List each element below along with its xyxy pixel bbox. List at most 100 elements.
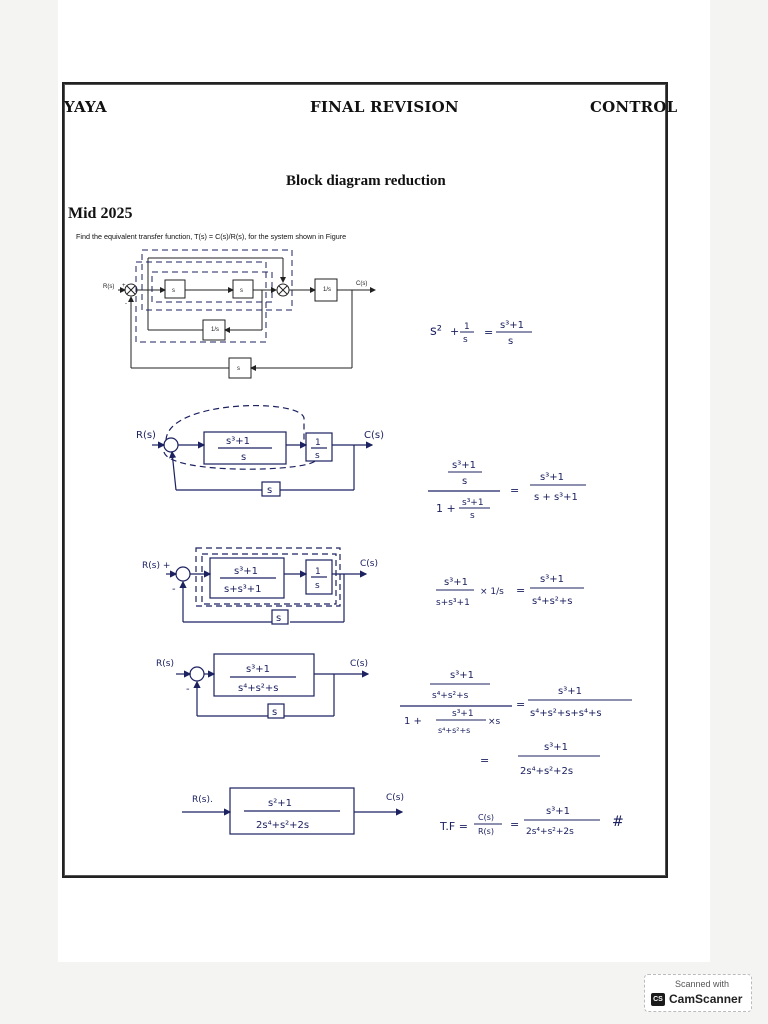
step2-output: C(s) [364,430,384,441]
header-right: CONTROL [590,98,678,116]
original-block-diagram: R(s) + s s 1/s C(s) 1/s s [103,249,376,379]
page-frame [62,82,668,878]
scanner-line1: Scanned with [675,979,730,989]
eq1-rhs-num: s³+1 [500,320,524,331]
step3-output: C(s) [360,559,378,569]
final-mark: # [612,814,624,830]
step5-diagram: R(s). s²+1 2s⁴+s²+2s C(s) [182,787,404,835]
step3-fb-label: s [276,613,281,624]
fig-block-s-feedback [228,357,252,379]
header-center: FINAL REVISION [310,98,459,116]
eq4-den-den: s⁴+s²+s [438,726,470,735]
section-heading: Mid 2025 [68,205,133,222]
header-left: YAYA [64,98,107,116]
scanner-watermark: Scanned with CS CamScanner [644,974,752,1012]
eq1-frac-den: s [463,335,468,345]
final-den: 2s⁴+s²+2s [526,827,574,837]
eq2-rhs-num: s³+1 [540,472,564,483]
step4-input: R(s) [156,659,174,669]
eq4-rhs-num: s³+1 [558,686,582,697]
step3-block-main [209,557,285,599]
eq4-den-one: 1 + [404,716,422,727]
eq2-rhs-den: s + s³+1 [534,492,578,503]
step4-fb-block [267,703,285,719]
eq2-num-num: s³+1 [452,460,476,471]
step2-block-main [203,431,287,465]
eq3-num: s³+1 [444,577,468,588]
eq1-equals: = [484,326,493,339]
fig-sum1-plus: + [122,283,126,289]
paper-sheet [58,0,710,962]
step5-output: C(s) [386,793,404,803]
eq2-den-den: s [470,511,475,521]
step2-block-inv-s [305,432,333,462]
fig-block-inv-s-feedback-label: 1/s [211,327,219,333]
equation-4: s³+1 s⁴+s²+s 1 + s³+1 s⁴+s²+s ×s = s³+1 … [400,670,632,735]
step4-fb-label: s [272,707,277,718]
eq4-num-den: s⁴+s²+s [432,691,469,701]
eq2-equals: = [510,484,519,497]
scanner-line2: CamScanner [669,992,743,1006]
fig-block-s2 [232,279,254,299]
eq1-frac-num: 1 [464,322,470,332]
step3-diagram: R(s) + - s³+1 s+s³+1 1 s C(s) s [142,547,378,625]
fig-sum1-minus: - [125,301,127,307]
step2-block2-num: 1 [315,438,321,448]
step2-input: R(s) [136,430,156,441]
eq2-num-den: s [462,476,467,487]
fig-block-s1 [164,279,186,299]
step4-minus: - [186,684,190,695]
step3-input: R(s) + [142,561,170,571]
step2-block-num: s³+1 [226,436,250,447]
eq1-plus: + [450,325,459,338]
fig-output-label: C(s) [356,281,367,287]
final-lhs: T.F = [439,820,468,833]
eq4-num-num: s³+1 [450,670,474,681]
eq2-den-num: s³+1 [462,498,484,508]
fig-block-s1-label: s [172,288,175,294]
equation-2: s³+1 s 1 + s³+1 s = s³+1 s + s³+1 [428,460,586,521]
equation-3: s³+1 s+s³+1 × 1/s = s³+1 s⁴+s²+s [436,574,584,608]
eq3-equals: = [516,584,525,597]
eq3-den: s+s³+1 [436,598,470,608]
fig-input-label: R(s) [103,284,114,290]
step2-block2-den: s [315,451,320,461]
step2-fb-label: s [267,485,272,496]
step3-block2-num: 1 [315,567,321,577]
eq5-den: 2s⁴+s²+2s [520,766,573,777]
step5-input: R(s). [192,795,213,805]
eq4-den-mult: ×s [488,717,501,727]
step4-block-num: s³+1 [246,664,270,675]
eq3-rhs-num: s³+1 [540,574,564,585]
eq3-rhs-den: s⁴+s²+s [532,596,572,607]
final-result: T.F = C(s) R(s) = s³+1 2s⁴+s²+2s # [439,806,624,837]
page-title: Block diagram reduction [286,173,446,189]
eq3-mult: × 1/s [480,587,504,597]
eq5-equals: = [480,754,489,767]
step3-block-den: s+s³+1 [224,584,262,595]
step5-block-num: s²+1 [268,798,292,809]
step3-minus: - [172,584,176,595]
step4-block-den: s⁴+s²+s [238,683,278,694]
eq1-term-a: s² [430,324,442,339]
fig-block-s2-label: s [240,288,243,294]
fig-block-inv-s-forward-label: 1/s [323,287,331,293]
fig-block-s-feedback-label: s [237,366,240,372]
eq4-den-num: s³+1 [452,709,474,719]
step5-block-main [229,787,355,835]
step2-diagram: R(s) s³+1 s 1 s C(s) s [136,405,384,497]
final-num: s³+1 [546,806,570,817]
eq4-equals: = [516,698,525,711]
question-prompt: Find the equivalent transfer function, T… [76,232,347,241]
final-frac-den: R(s) [478,827,494,836]
step2-fb-block [261,481,281,497]
step4-block-main [213,653,315,697]
eq2-den-one: 1 + [436,502,456,515]
step4-diagram: R(s) - s³+1 s⁴+s²+s C(s) s [156,653,370,719]
final-equals: = [510,818,519,831]
step3-block2-den: s [315,581,320,591]
step3-block-inv-s [305,559,333,595]
equation-5: = s³+1 2s⁴+s²+2s [480,742,600,777]
step3-block-num: s³+1 [234,566,258,577]
